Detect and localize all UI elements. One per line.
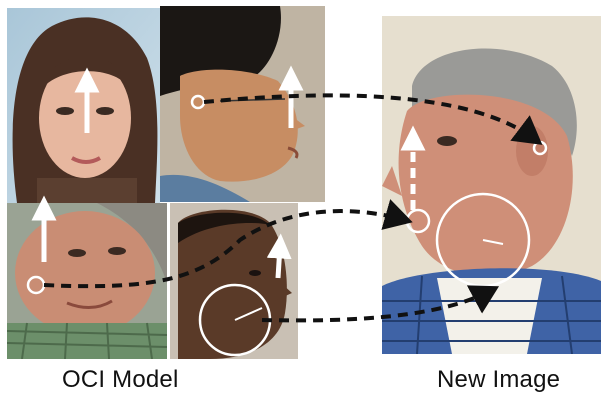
photo-face-profile-short-hair xyxy=(170,203,298,359)
photo-face-frontal xyxy=(7,8,160,203)
new-image-caption: New Image xyxy=(437,366,561,393)
photo-new-image xyxy=(382,16,601,354)
photo-face-tilted xyxy=(7,203,167,359)
oci-model-caption: OCI Model xyxy=(62,366,179,393)
photo-face-profile-glasses xyxy=(160,6,325,202)
